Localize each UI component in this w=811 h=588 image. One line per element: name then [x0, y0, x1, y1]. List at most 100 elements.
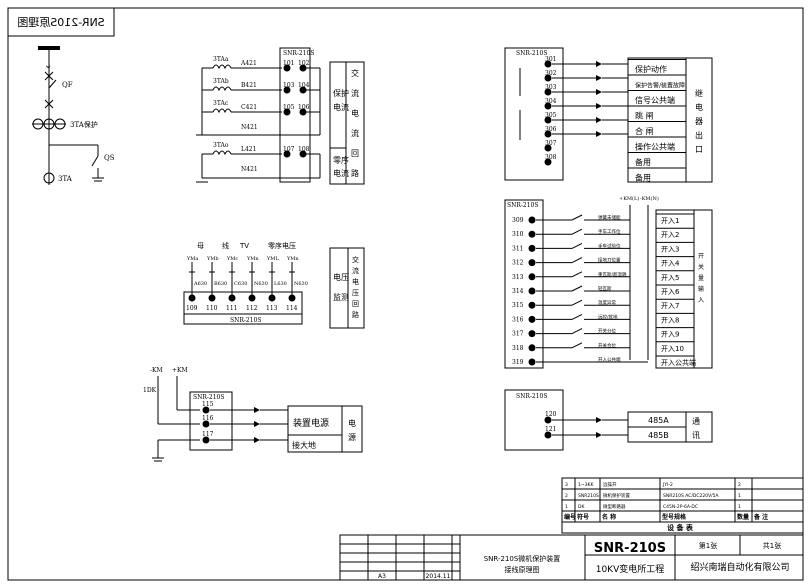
volt-wire-label: L630 [274, 281, 287, 287]
switch-contact-icon [571, 313, 583, 320]
out-function: 备用 [635, 157, 651, 167]
pwr-name: 装置电源 [293, 417, 329, 429]
out-term: 308 [545, 154, 557, 161]
in-side-label: 关 [698, 263, 704, 271]
terminal-icon [528, 344, 536, 352]
ac-term-left: 107 [283, 146, 295, 153]
in-name: 开入8 [661, 316, 679, 324]
terminal-icon [283, 64, 291, 72]
equipment-cell: 微机保护装置 [603, 492, 630, 499]
in-term: 319 [512, 359, 524, 366]
terminal-icon [283, 86, 291, 94]
equipment-header: 型号规格 [662, 513, 687, 521]
in-signal: 重瓦斯/超温跳 [598, 271, 627, 278]
in-name: 开入9 [661, 331, 679, 339]
volt-small-label: YMb [206, 256, 219, 262]
label-zero-1: 零序 [333, 155, 349, 165]
ac-term-left: 103 [283, 82, 295, 89]
tb-size: A3 [378, 573, 386, 580]
equipment-cell: 2 [565, 493, 568, 499]
equipment-cell: 1 [565, 504, 568, 510]
out-function: 跳 闸 [635, 111, 654, 121]
equipment-header: 编号 [564, 513, 576, 521]
in-term: 313 [512, 274, 524, 281]
drawing-name-2: 接线原理图 [505, 565, 540, 574]
terminal-icon [528, 358, 536, 366]
out-function: 保护告警/装置故障 [635, 82, 685, 90]
arrow-icon [596, 89, 602, 95]
terminal-icon [544, 431, 552, 439]
out-function: 保护动作 [635, 64, 667, 74]
volt-module: SNR-210S [230, 317, 261, 324]
pwr-module: SNR-210S [193, 394, 224, 401]
ac-side-label: 电 [351, 108, 359, 118]
tb-year: 2014.11 [426, 573, 451, 580]
in-signal: 轻瓦斯 [598, 285, 612, 292]
ct-name: 3TAc [213, 100, 229, 107]
out-side-label: 继 [695, 88, 703, 98]
volt-side-label: 流 [352, 266, 359, 275]
volt-side-label: 压 [352, 289, 359, 297]
out-term: 307 [545, 140, 557, 147]
equipment-caption: 设 备 表 [667, 523, 694, 532]
terminal-icon [248, 294, 256, 302]
ac-term-right: 106 [298, 104, 310, 111]
in-name: 开入6 [661, 288, 680, 296]
volt-small-label: YMa [186, 256, 198, 262]
out-function: 备用 [635, 173, 651, 183]
arrow-icon [254, 421, 260, 427]
comm-term: 120 [545, 411, 557, 418]
switch-contact-icon [571, 257, 583, 264]
terminal-icon [544, 130, 552, 138]
in-name: 开入公共端 [661, 358, 696, 367]
tb-model: SNR-210S [594, 541, 666, 556]
equipment-cell: 微型断路器 [603, 503, 626, 510]
terminal-icon [202, 420, 210, 428]
volt-term: 113 [266, 305, 278, 312]
terminal-icon [283, 150, 291, 158]
volt-term: 114 [286, 305, 298, 312]
volt-wire-label: A630 [193, 281, 207, 287]
in-name: 开入5 [661, 274, 679, 282]
in-side-label: 入 [698, 297, 704, 304]
out-side-label: 口 [695, 145, 703, 154]
equipment-cell: 1 [738, 504, 741, 510]
feeder-single-line: ⌄ QF 3TA保护 QS 3TA [32, 46, 115, 185]
comm-name: 485A [648, 416, 669, 425]
pwr-term: 117 [202, 431, 214, 438]
ac-side-label: 路 [351, 168, 359, 178]
label-protect-2: 电流 [333, 102, 349, 112]
out-term: 304 [545, 98, 557, 105]
out-module: SNR-210S [516, 50, 547, 57]
terminal-icon [228, 294, 236, 302]
volt-label-1: 电压 [333, 272, 349, 282]
arrow-icon [596, 103, 602, 109]
svg-text:⌄: ⌄ [44, 60, 52, 71]
ct-coil-icon [212, 108, 232, 114]
terminal-icon [544, 60, 552, 68]
in-term: 311 [512, 245, 523, 252]
in-name: 开入1 [661, 217, 679, 225]
equipment-cell: SNR210S AC/DC220V/5A [663, 493, 720, 499]
in-term: 317 [512, 331, 524, 338]
volt-header: 零序电压 [268, 241, 296, 250]
in-name: 开入7 [661, 302, 679, 310]
pwr-term: 116 [202, 415, 214, 422]
terminal-icon [544, 102, 552, 110]
terminal-icon [544, 88, 552, 96]
terminal-icon [188, 294, 196, 302]
in-side-label: 量 [698, 275, 704, 282]
terminal-icon [528, 330, 536, 338]
volt-side-label: 路 [352, 310, 359, 319]
equipment-header: 符号 [577, 513, 589, 521]
out-term: 305 [545, 112, 557, 119]
volt-side-label: 回 [352, 300, 359, 308]
comm-side-2: 讯 [692, 431, 700, 440]
in-signal: 开关合位 [598, 342, 616, 349]
ac-side-label: 流 [351, 88, 359, 98]
equipment-cell: JYI-2 [662, 482, 673, 488]
